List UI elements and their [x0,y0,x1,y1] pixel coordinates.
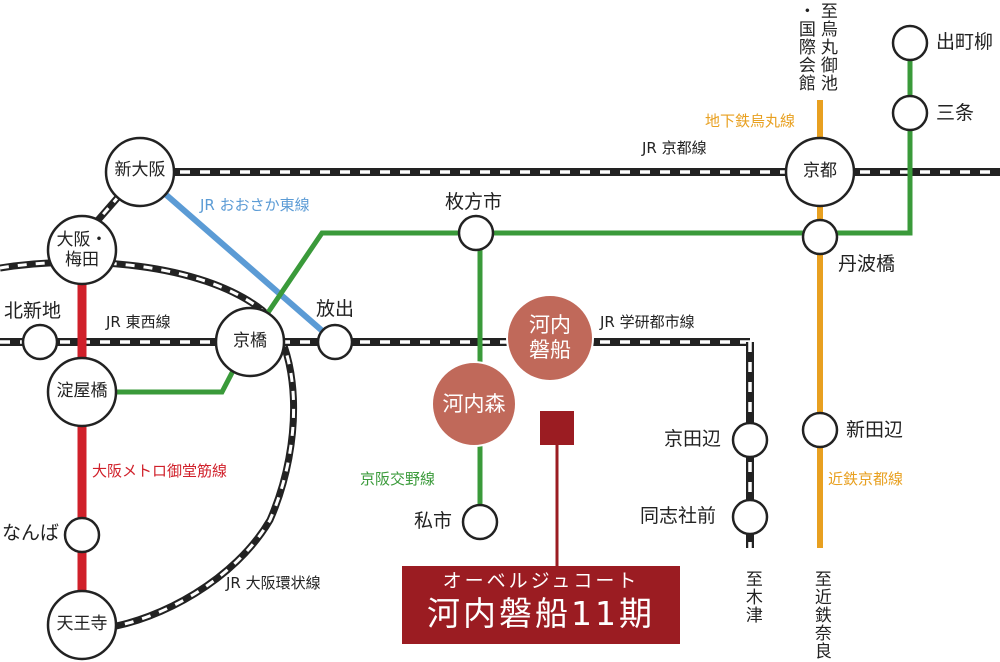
keihan-main-line [82,40,913,395]
station-kawachi-iwafune-name: 河内 磐船 [529,313,571,363]
station-sanjo-name: 三条 [936,102,975,124]
line-label-jr-osaka-higashi: JR おおさか東線 [200,196,310,214]
station-namba-name: なんば [2,522,60,544]
station-demachiyanagi-marker [891,24,929,62]
station-kawachimori-marker [431,361,517,447]
property-label-box: オーベルジュコート 河内磐船11期 [402,566,680,644]
station-sanjo-marker [891,94,929,132]
station-tambabashi-marker [801,218,839,256]
station-kitashinchi-marker [21,323,59,361]
station-kyotanabe-marker [731,421,769,459]
direction-kokusai-kaikan: ・国際会館 [794,2,815,92]
station-tambabashi-name: 丹波橋 [838,253,896,275]
line-label-jr-gakkentoshi: JR 学研都市線 [600,313,695,331]
station-shin-osaka-name: 新大阪 [114,160,166,180]
property-subtitle: オーベルジュコート [442,570,640,592]
station-tennoji-name: 天王寺 [56,614,108,634]
station-doshishamae-marker [731,498,769,536]
station-kawachi-iwafune-marker [506,294,594,382]
station-kawachimori-name: 河内森 [442,392,506,416]
jr-tozai-gakken-line [0,338,754,548]
station-kyobashi-name: 京橋 [233,331,267,351]
station-namba-marker [63,516,101,554]
property-pin-marker [540,411,574,445]
line-label-kintetsu-kyoto: 近鉄京都線 [828,470,904,488]
line-label-midosuji: 大阪メトロ御堂筋線 [92,462,228,480]
station-kyotanabe-name: 京田辺 [664,428,722,450]
direction-karasuma-oike: 至烏丸御池 [816,2,837,92]
station-kisaichi-marker [461,503,499,541]
station-kyoto-marker [784,136,856,208]
line-label-jr-loop: JR 大阪環状線 [226,574,321,592]
station-kyobashi-marker [214,306,286,378]
station-yodoyabashi-marker [46,356,118,428]
line-label-jr-tozai: JR 東西線 [106,313,171,331]
line-label-jr-kyoto: JR 京都線 [642,139,707,157]
station-tennoji-marker [46,589,118,661]
station-hirakatashi-name: 枚方市 [445,191,503,213]
line-label-karasuma: 地下鉄烏丸線 [705,112,796,130]
station-demachiyanagi-name: 出町柳 [936,31,994,53]
station-shintanabe-name: 新田辺 [846,419,904,441]
station-kyoto-name: 京都 [803,161,837,181]
station-osaka-umeda-name: 大阪・ 梅田 [56,230,108,271]
property-name: 河内磐船11期 [427,594,655,633]
station-yodoyabashi-name: 淀屋橋 [56,381,108,401]
line-label-keihan-katano: 京阪交野線 [360,470,436,488]
station-osaka-umeda-marker [46,214,118,286]
station-hirakatashi-marker [457,214,495,252]
station-hanaten-name: 放出 [316,298,355,320]
station-shintanabe-marker [801,411,839,449]
station-hanaten-marker [316,323,354,361]
station-kisaichi-name: 私市 [414,510,453,532]
station-kitashinchi-name: 北新地 [4,300,62,322]
direction-kintetsu-nara: 至近鉄奈良 [810,570,831,660]
direction-kizu: 至木津 [741,570,762,624]
jr-loop-line [0,258,298,632]
station-shin-osaka-marker [104,136,176,208]
station-doshishamae-name: 同志社前 [640,505,717,527]
jr-osaka-higashi-line [138,169,337,345]
